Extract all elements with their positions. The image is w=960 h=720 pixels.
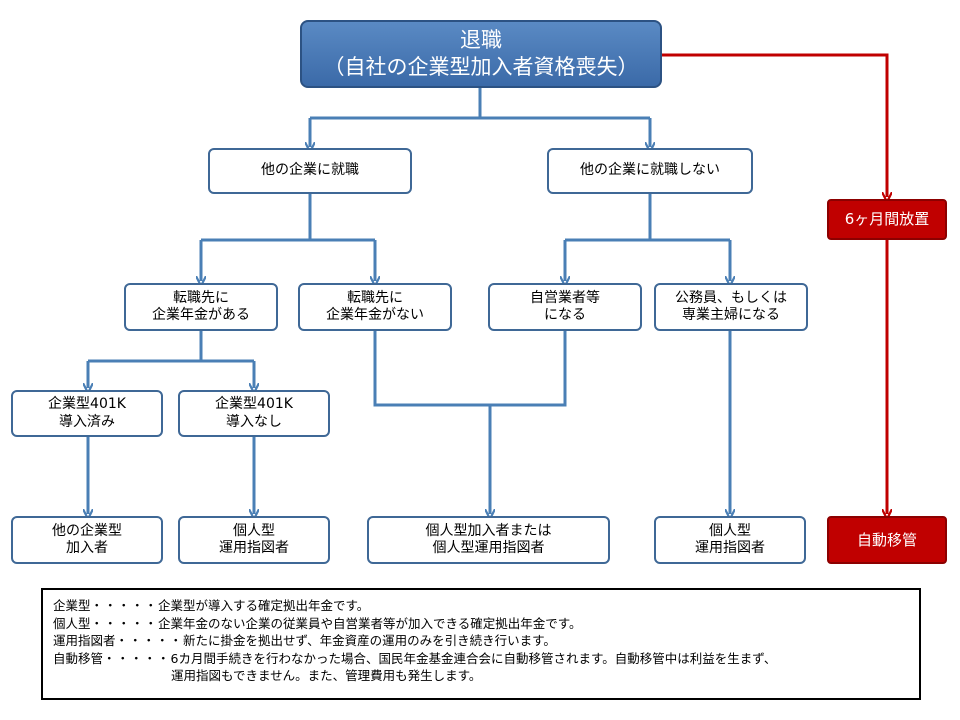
connector-merge-left: [373, 331, 490, 407]
node-retirement: 退職 （自社の企業型加入者資格喪失）: [300, 20, 662, 88]
legend-term: 企業型: [53, 598, 91, 613]
node-dc-not-introduced-line1: 企業型401K: [215, 396, 293, 412]
node-retirement-line2: （自社の企業型加入者資格喪失）: [323, 55, 639, 79]
node-no-pension-line2: 企業年金がない: [326, 307, 424, 323]
legend-dots: ・・・・・: [90, 598, 159, 613]
node-auto-transfer-label: 自動移管: [856, 530, 917, 549]
legend-row-corporate: 企業型・・・・・企業型が導入する確定拠出年金です。: [53, 597, 909, 615]
node-auto-transfer: 自動移管: [827, 516, 947, 564]
node-result-individual-2-line2: 運用指図者: [695, 540, 765, 556]
node-result-individual-1-line1: 個人型: [233, 522, 275, 539]
node-self-employed-line2: になる: [544, 307, 586, 323]
node-retirement-line1: 退職: [460, 27, 502, 52]
legend-row-individual: 個人型・・・・・企業年金のない企業の従業員や自営業者等が加入できる確定拠出年金で…: [53, 615, 909, 633]
legend-term: 個人型: [53, 615, 91, 631]
connector-merge-right: [490, 331, 567, 407]
node-six-months-label: 6ヶ月間放置: [844, 210, 930, 229]
node-civil-servant: 公務員、もしくは 専業主婦になる: [654, 283, 808, 331]
legend-dots: ・・・・・: [115, 633, 184, 648]
node-result-individual-1: 個人型 運用指図者: [178, 516, 330, 564]
node-result-individual-2-line1: 個人型: [709, 522, 751, 539]
node-employed-label: 他の企業に就職: [261, 162, 359, 179]
node-result-other-corp: 他の企業型 加入者: [11, 516, 163, 564]
node-result-individual-2: 個人型 運用指図者: [654, 516, 806, 564]
legend-auto-transfer-continuation: 運用指図もできません。また、管理費用も発生します。: [171, 668, 482, 683]
node-dc-introduced-line2: 導入済み: [59, 413, 115, 430]
legend-row-instructor: 運用指図者・・・・・新たに掛金を拠出せず、年金資産の運用のみを引き続き行います。: [53, 632, 909, 650]
node-has-pension-line2: 企業年金がある: [152, 307, 250, 323]
node-self-employed-line1: 自営業者等: [530, 289, 600, 306]
legend-dots: ・・・・・: [103, 650, 171, 666]
node-civil-servant-line2: 専業主婦になる: [682, 307, 780, 323]
legend-term: 運用指図者: [53, 633, 116, 648]
node-no-pension-line1: 転職先に: [347, 289, 403, 306]
node-result-other-corp-line1: 他の企業型: [52, 522, 122, 539]
connector-to-six-months: [662, 53, 887, 197]
node-result-individual-1-line2: 運用指図者: [219, 540, 289, 556]
node-no-pension: 転職先に 企業年金がない: [298, 283, 452, 331]
node-result-individual-mixed-line1: 個人型加入者または: [425, 522, 552, 539]
legend-box: 企業型・・・・・企業型が導入する確定拠出年金です。 個人型・・・・・企業年金のな…: [41, 588, 921, 700]
node-has-pension-line1: 転職先に: [173, 289, 229, 306]
node-not-employed: 他の企業に就職しない: [547, 148, 753, 194]
node-six-months: 6ヶ月間放置: [827, 199, 947, 240]
node-self-employed: 自営業者等 になる: [488, 283, 642, 331]
node-result-other-corp-line2: 加入者: [66, 540, 108, 556]
legend-description: 企業年金のない企業の従業員や自営業者等が加入できる確定拠出年金です。: [158, 615, 582, 631]
node-employed: 他の企業に就職: [208, 148, 412, 194]
legend-description: 新たに掛金を拠出せず、年金資産の運用のみを引き続き行います。: [183, 633, 556, 648]
node-dc-introduced-line1: 企業型401K: [48, 396, 126, 412]
node-result-individual-mixed: 個人型加入者または 個人型運用指図者: [367, 516, 610, 564]
legend-row-auto-transfer: 自動移管・・・・・6カ月間手続きを行わなかった場合、国民年金基金連合会に自動移管…: [53, 650, 909, 668]
legend-term: 自動移管: [53, 650, 104, 666]
node-not-employed-label: 他の企業に就職しない: [580, 162, 720, 179]
node-result-individual-mixed-line2: 個人型運用指図者: [432, 540, 545, 556]
legend-dots: ・・・・・: [90, 615, 159, 631]
legend-description: 6カ月間手続きを行わなかった場合、国民年金基金連合会に自動移管されます。自動移管…: [170, 650, 777, 666]
node-has-pension: 転職先に 企業年金がある: [124, 283, 278, 331]
node-dc-introduced: 企業型401K 導入済み: [11, 390, 163, 437]
node-dc-not-introduced: 企業型401K 導入なし: [178, 390, 330, 437]
legend-description: 企業型が導入する確定拠出年金です。: [158, 598, 370, 613]
node-dc-not-introduced-line2: 導入なし: [226, 413, 282, 430]
node-civil-servant-line1: 公務員、もしくは: [675, 289, 787, 306]
